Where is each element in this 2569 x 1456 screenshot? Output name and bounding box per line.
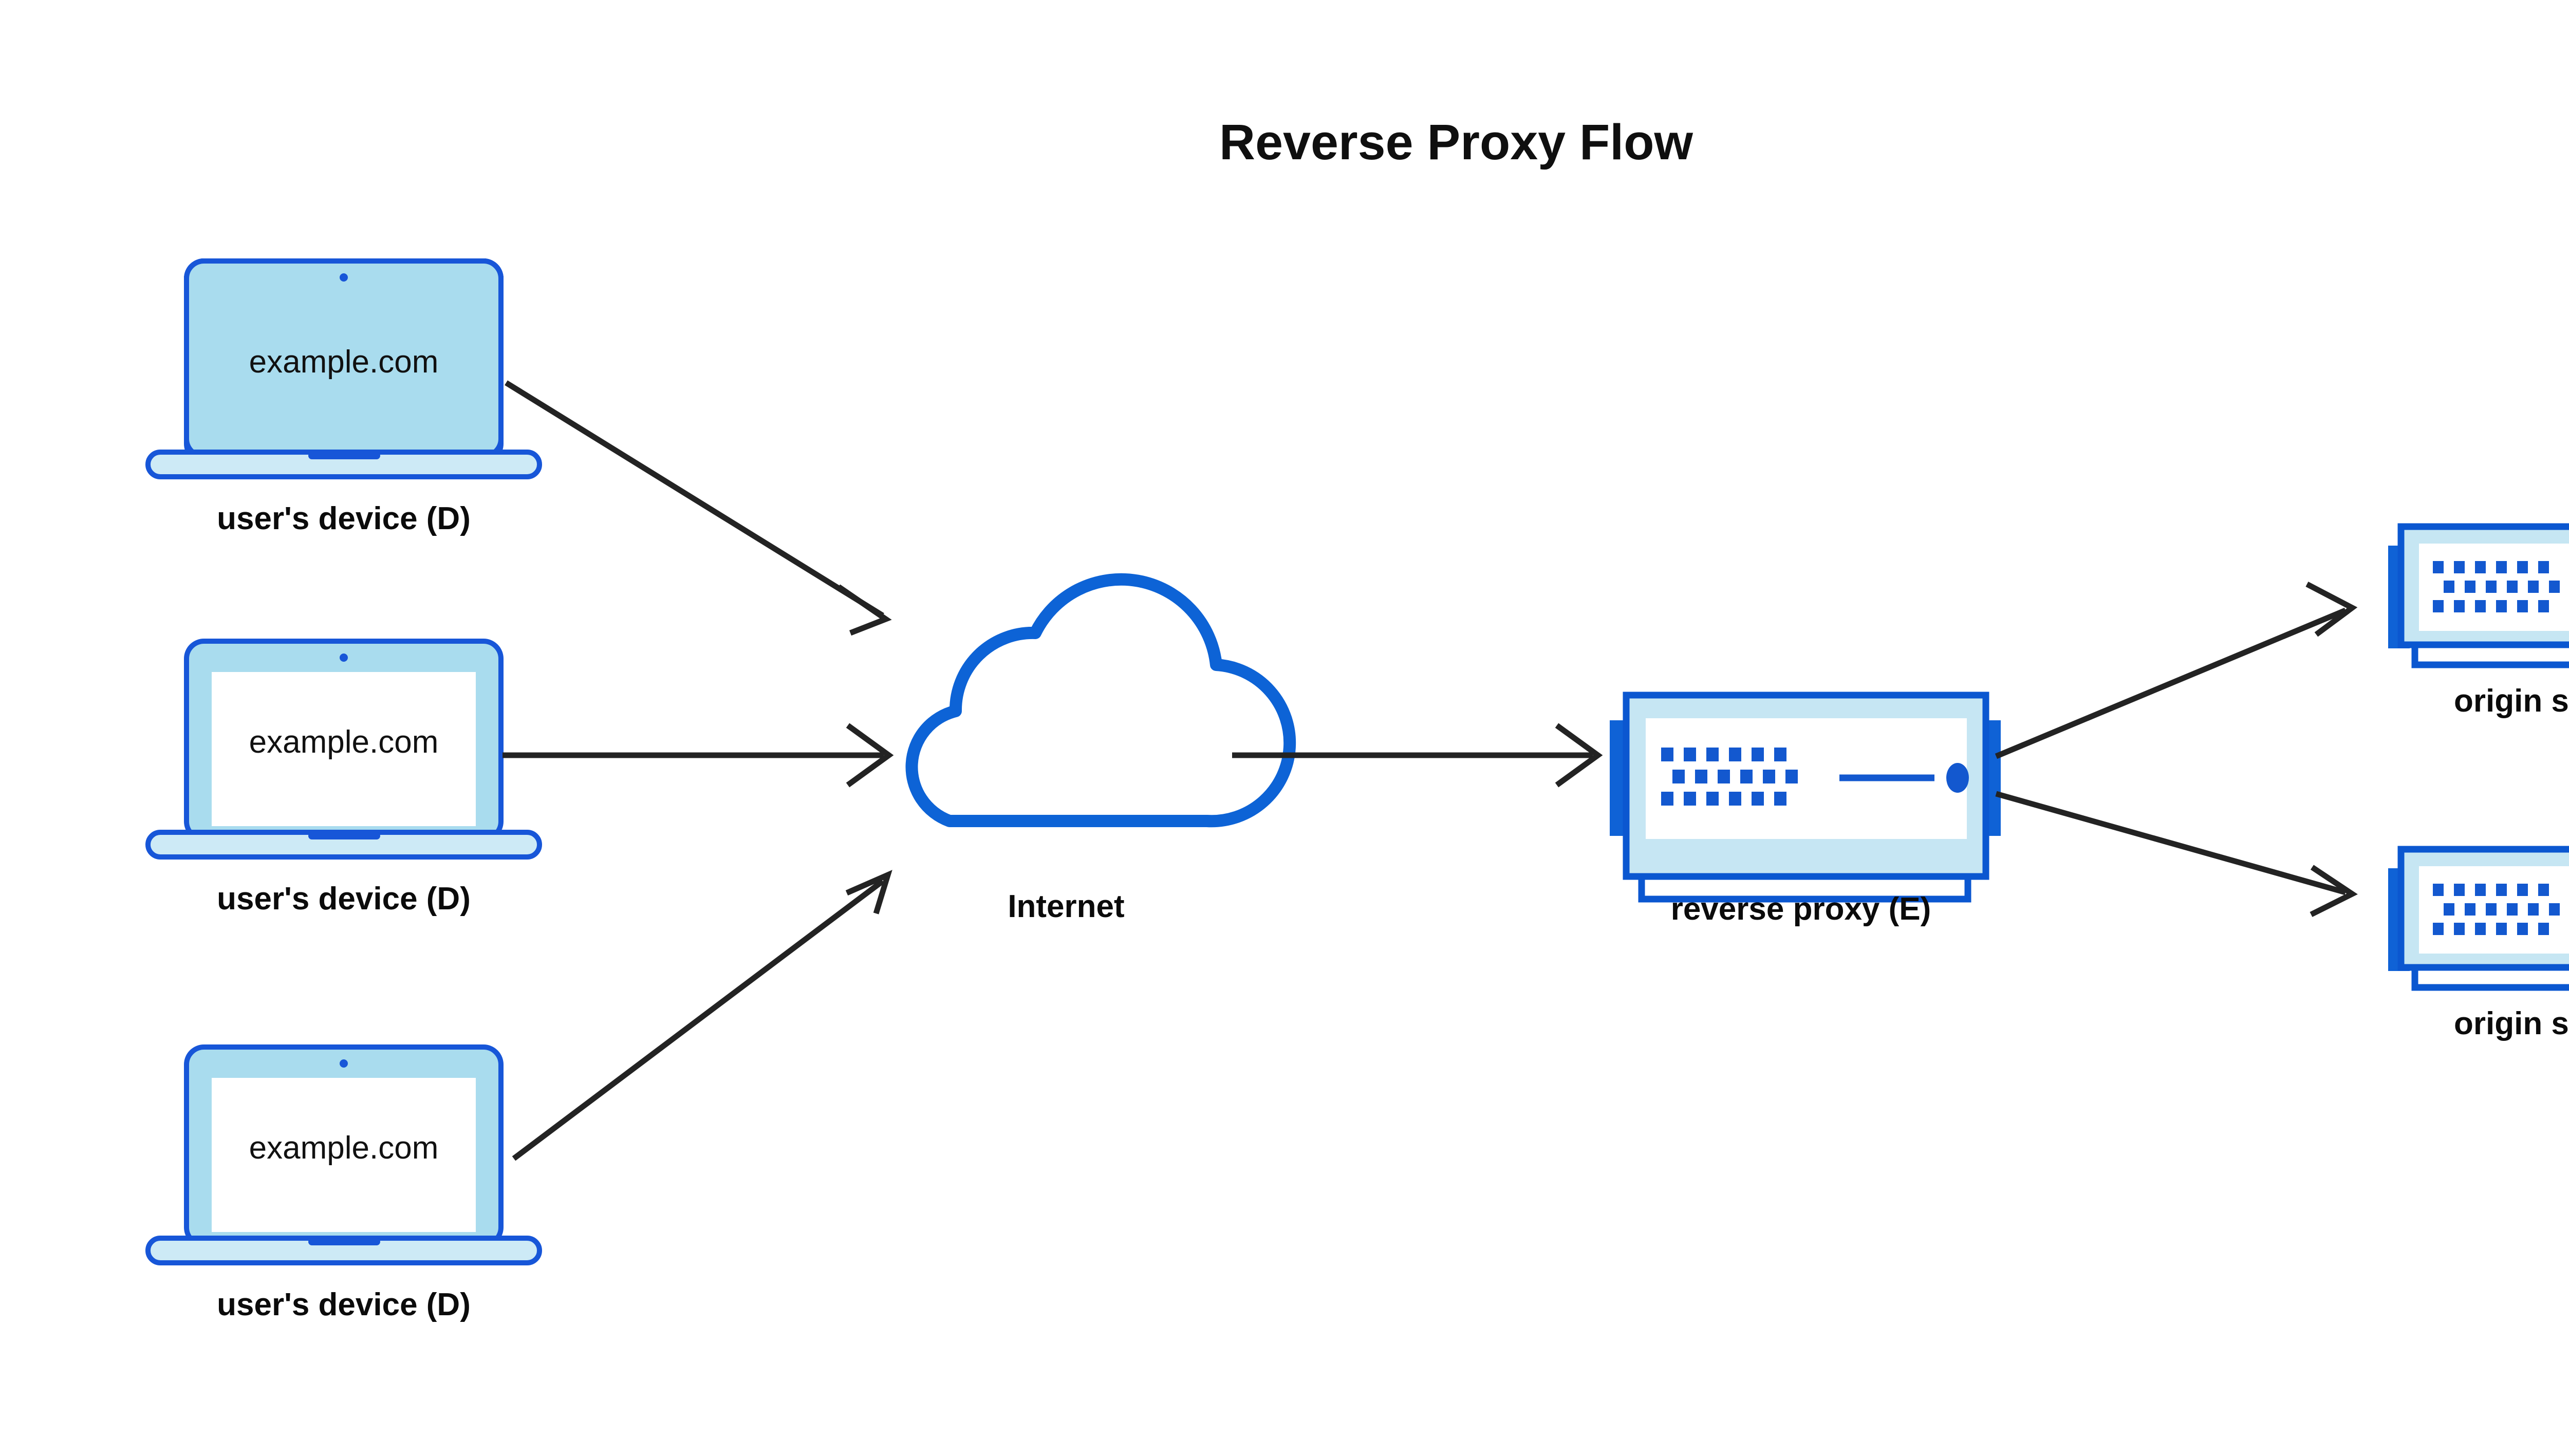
reverse-proxy-node[interactable]: reverse proxy (E) — [1610, 692, 2001, 927]
cloud-icon — [905, 573, 1296, 828]
internet-label: Internet — [1008, 889, 1124, 924]
client-node-bottom[interactable]: example.com user's device (D) — [145, 1044, 542, 1322]
laptop-screen-text: example.com — [249, 724, 439, 760]
internet-node[interactable]: Internet — [905, 573, 1296, 924]
laptop-icon — [145, 639, 542, 860]
laptop-screen-text: example.com — [249, 1130, 439, 1166]
laptop-camera-icon — [340, 654, 348, 662]
origin-server-top-node[interactable]: origin server (F) — [2388, 523, 2569, 719]
server-icon — [2388, 523, 2569, 668]
laptop-camera-icon — [340, 273, 348, 282]
page-title: Reverse Proxy Flow — [1219, 114, 1693, 170]
origin-server-bottom-node[interactable]: origin server (F) — [2388, 846, 2569, 1041]
server-dot-grid-icon — [2433, 561, 2560, 612]
server-dot-grid-icon — [2433, 884, 2560, 935]
edge-client-top-to-internet — [505, 380, 892, 636]
server-icon — [1610, 692, 2001, 903]
origin-server-top-label: origin server (F) — [2454, 683, 2569, 719]
client-label-middle: user's device (D) — [217, 881, 471, 917]
laptop-icon — [145, 258, 542, 479]
client-node-top[interactable]: example.com user's device (D) — [145, 258, 542, 536]
edge-client-middle-to-internet — [502, 723, 894, 788]
reverse-proxy-label: reverse proxy (E) — [1671, 891, 1931, 927]
server-led-icon — [1946, 763, 1969, 793]
laptop-camera-icon — [340, 1059, 348, 1068]
server-dot-grid-icon — [1661, 748, 1798, 806]
client-label-bottom: user's device (D) — [217, 1287, 471, 1322]
edge-client-bottom-to-internet — [512, 870, 892, 1161]
laptop-icon — [145, 1044, 542, 1265]
edge-internet-to-proxy — [1232, 723, 1603, 788]
client-node-middle[interactable]: example.com user's device (D) — [145, 639, 542, 917]
client-label-top: user's device (D) — [217, 501, 471, 536]
laptop-screen-text: example.com — [249, 344, 439, 380]
edge-proxy-to-origin-top — [1995, 582, 2358, 759]
server-icon — [2388, 846, 2569, 991]
origin-server-bottom-label: origin server (F) — [2454, 1006, 2569, 1041]
edge-proxy-to-origin-bottom — [1995, 791, 2358, 917]
